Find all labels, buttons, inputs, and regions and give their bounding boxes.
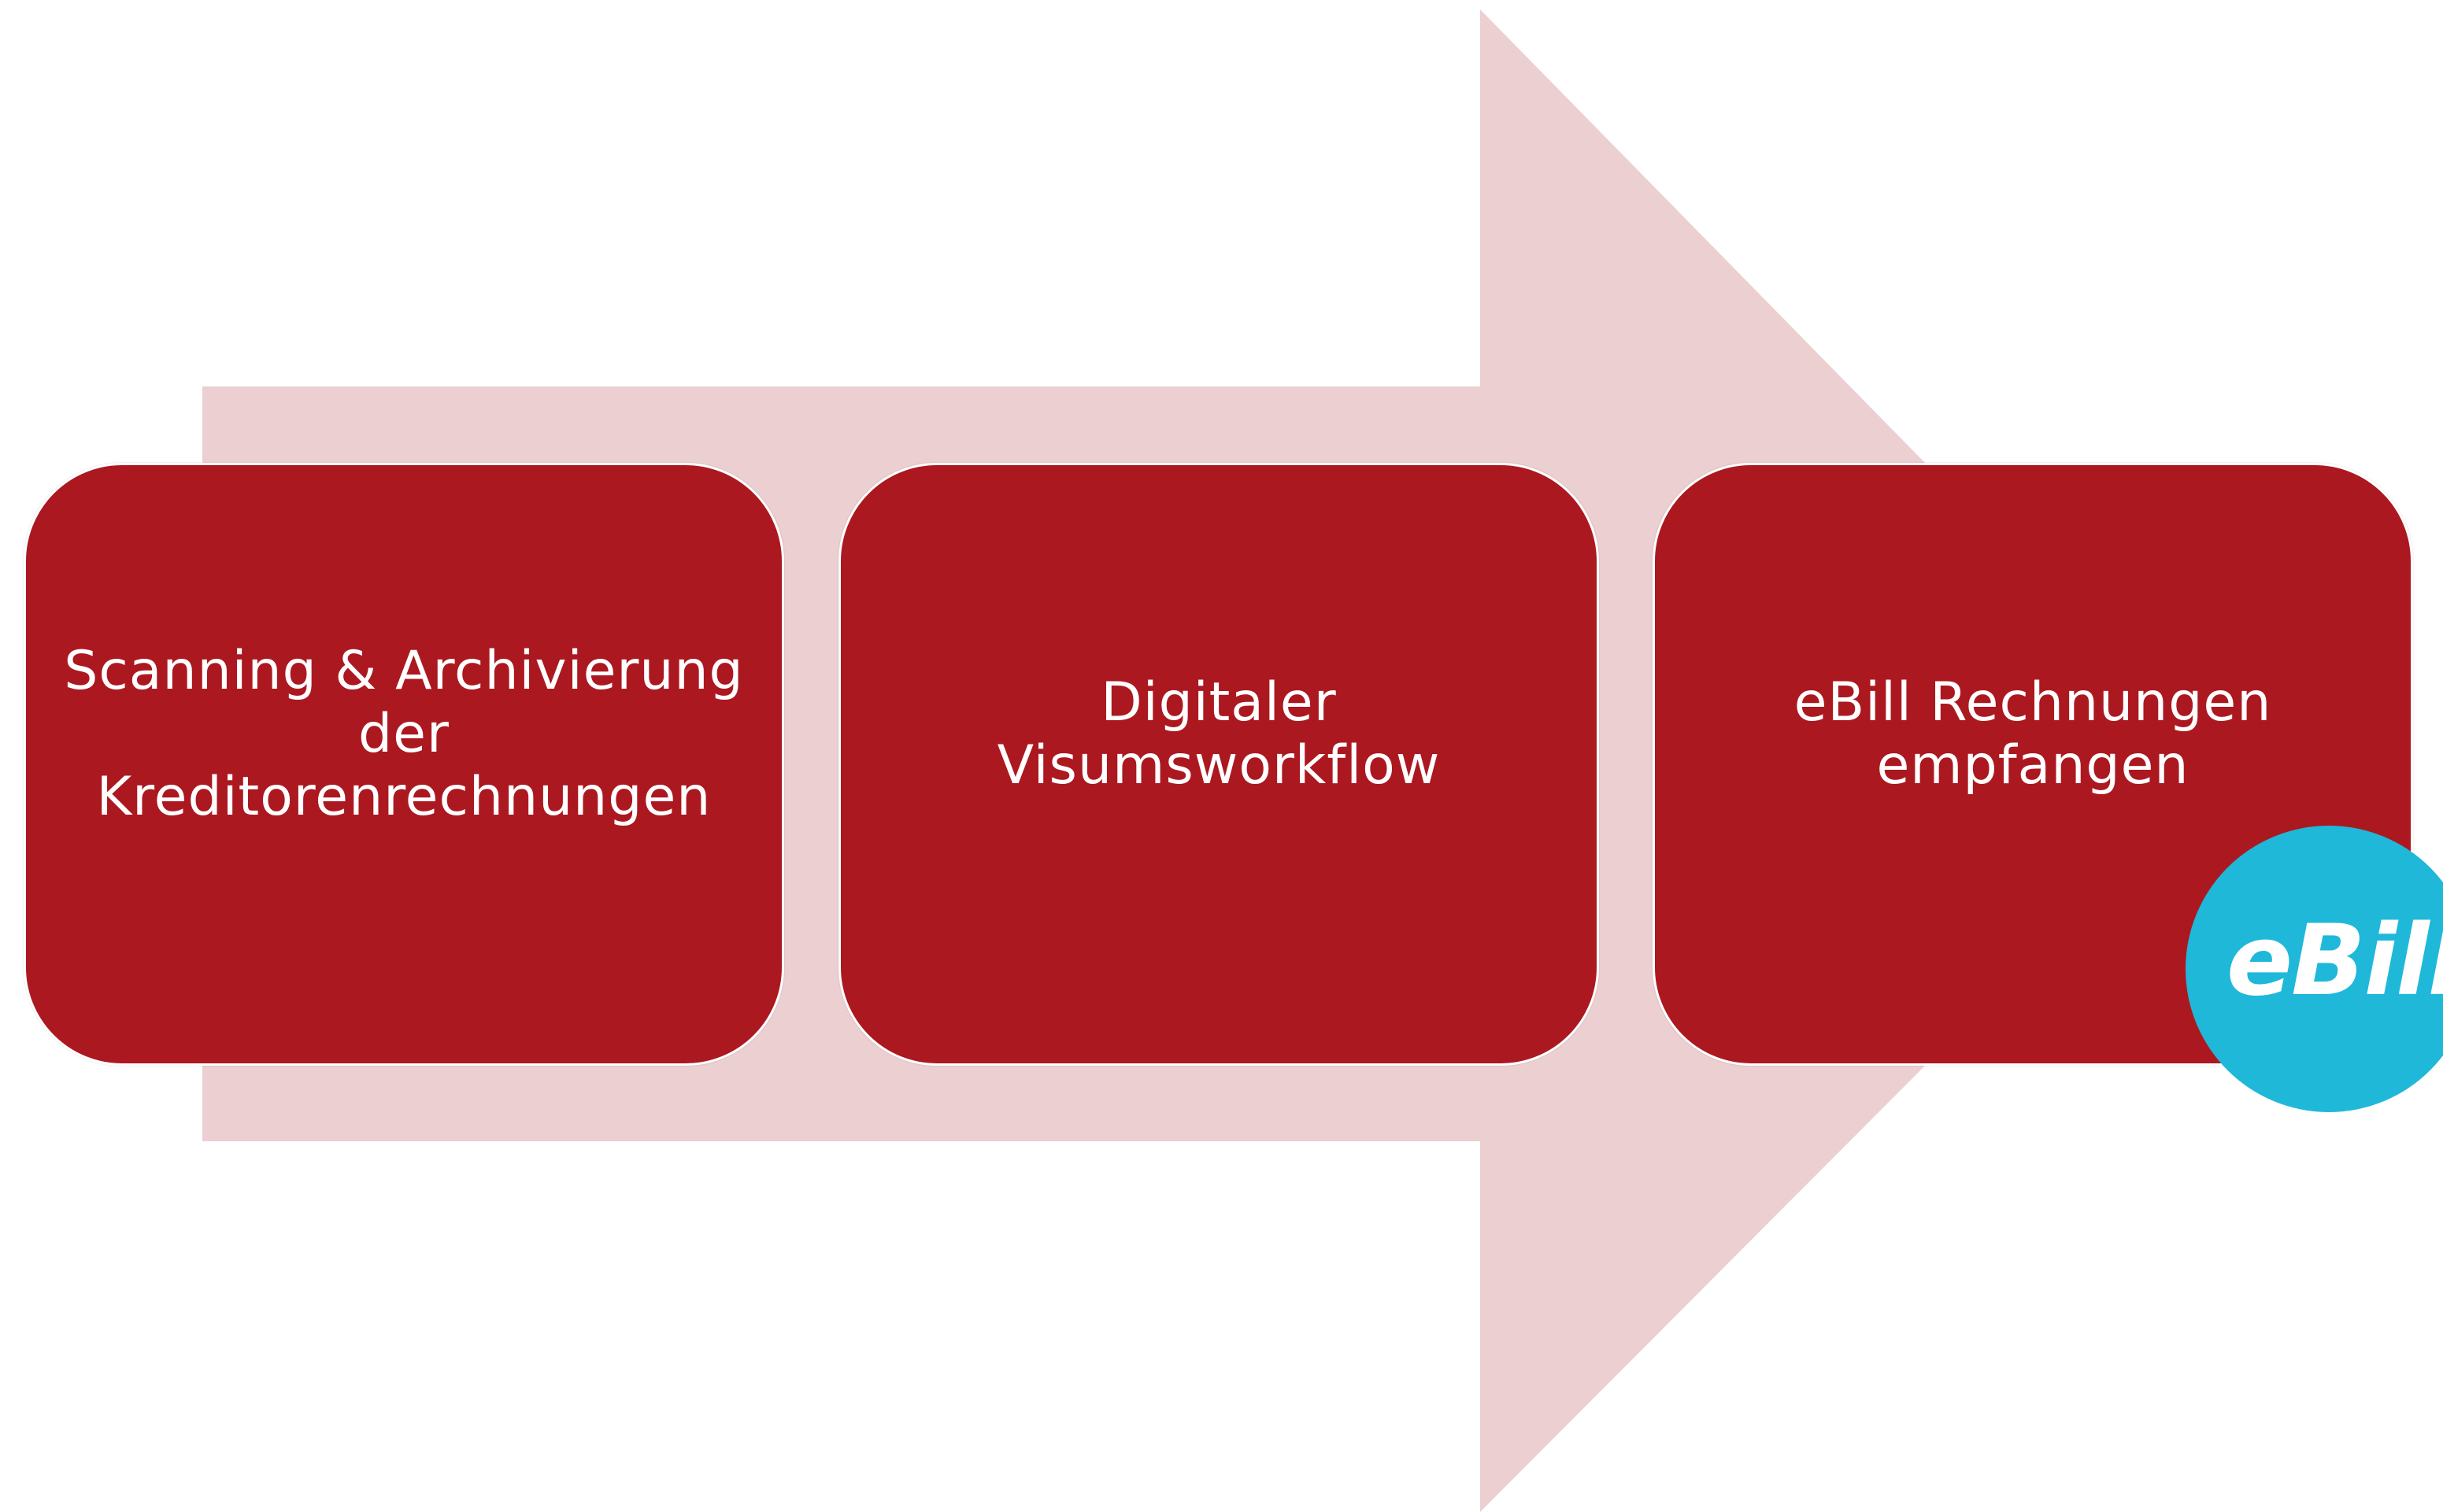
ebill-logo: eBill	[2186, 826, 2443, 1112]
step-box-scanning: Scanning & Archivierung der Kreditorenre…	[24, 463, 784, 1066]
step-box-visumsworkflow: Digitaler Visumsworkflow	[838, 463, 1599, 1066]
step-label: Scanning & Archivierung der Kreditorenre…	[64, 640, 744, 828]
ebill-logo-text: eBill	[2226, 904, 2443, 1018]
step-label: eBill Rechnungen empfangen	[1793, 671, 2272, 797]
step-label: Digitaler Visumsworkflow	[997, 671, 1441, 797]
